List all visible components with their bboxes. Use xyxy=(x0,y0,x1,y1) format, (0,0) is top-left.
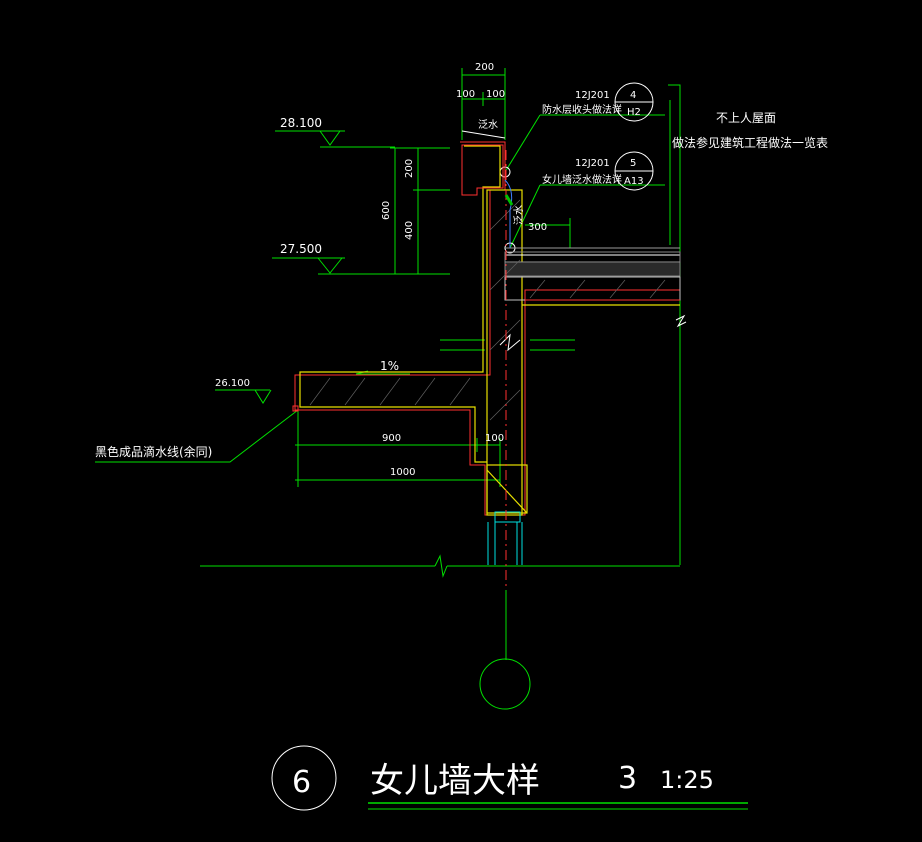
dim-100-b: 100 xyxy=(486,89,505,100)
sheet-number: 3 xyxy=(618,761,637,796)
roof-title: 不上人屋面 xyxy=(716,111,776,125)
elevation-low: 26.100 xyxy=(215,378,250,389)
ref1-text: 防水层收头做法详 xyxy=(542,103,622,116)
dim-100-a: 100 xyxy=(456,89,475,100)
drain-label: 泛水 xyxy=(478,119,498,131)
ref1-code: 12J201 xyxy=(575,90,610,101)
roof-note: 做法参见建筑工程做法一览表 xyxy=(672,135,828,150)
detail-number: 6 xyxy=(292,765,311,800)
dim-100-c: 100 xyxy=(485,433,504,444)
axis-bubble xyxy=(479,658,531,710)
dim-1000: 1000 xyxy=(390,467,415,478)
ref2-code: 12J201 xyxy=(575,158,610,169)
drip-note: 黑色成品滴水线(余同) xyxy=(95,444,212,459)
ref2-sheet: A13 xyxy=(624,176,644,187)
reference-bubble-4 xyxy=(614,82,654,122)
dim-600-vertical: 600 xyxy=(381,201,392,220)
ref1-number: 4 xyxy=(630,90,636,101)
dim-200-top: 200 xyxy=(475,62,494,73)
dim-400-vertical: 400 xyxy=(404,221,415,240)
ref1-sheet: H2 xyxy=(627,107,641,118)
scale-label: 1:25 xyxy=(660,766,714,794)
detail-title: 女儿墙大样 xyxy=(370,761,540,801)
detail-title-block: 6 女儿墙大样 3 1:25 xyxy=(271,745,748,811)
dim-300: 300 xyxy=(528,222,547,233)
small-note: 泛水 xyxy=(513,205,525,225)
elevation-mid: 27.500 xyxy=(280,242,322,256)
ref2-text: 女儿墙泛水做法详 xyxy=(542,173,622,186)
elevation-top: 28.100 xyxy=(280,116,322,130)
dim-200-vertical: 200 xyxy=(404,159,415,178)
slope-label: 1% xyxy=(380,359,399,373)
reference-bubble-5 xyxy=(614,151,654,191)
dimension-lines xyxy=(95,68,681,578)
parapet-structure xyxy=(292,130,687,660)
roof-layers xyxy=(504,247,681,277)
ref2-number: 5 xyxy=(630,158,636,169)
dim-900: 900 xyxy=(382,433,401,444)
